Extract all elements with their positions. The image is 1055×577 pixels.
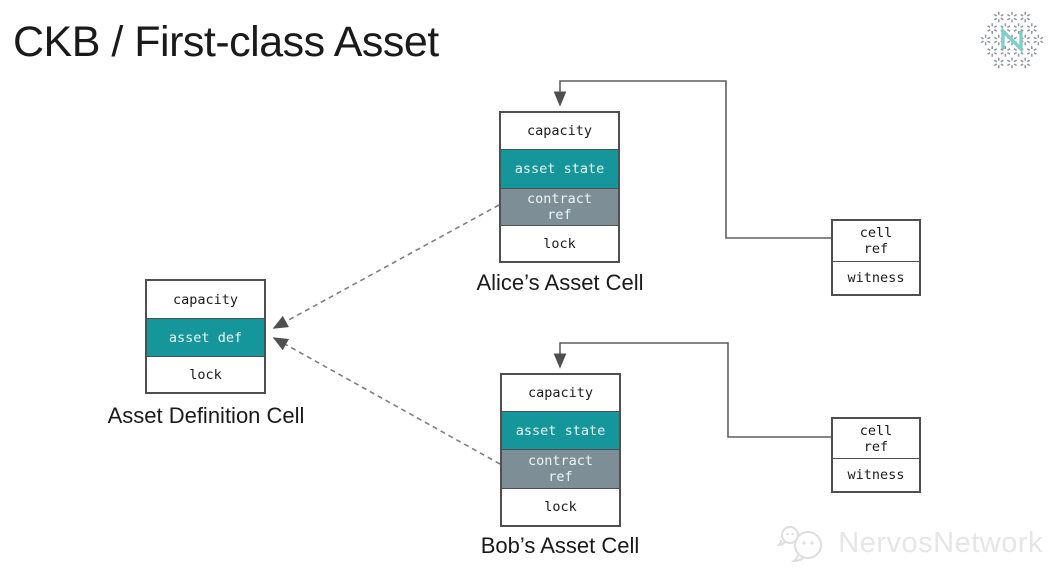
bob-lock-row: lock	[502, 488, 619, 525]
watermark-text: NervosNetwork	[838, 526, 1043, 559]
bob-cellref-line1: cell	[859, 422, 893, 439]
alice-lock-row: lock	[501, 225, 618, 261]
alice-cell-label: Alice’s Asset Cell	[476, 270, 644, 295]
alice-cellref-witness-box: cell ref witness	[831, 219, 921, 296]
assetdef-asset-def-row: asset def	[147, 318, 264, 356]
assetdef-capacity-label: capacity	[172, 291, 239, 308]
assetdef-lock-row: lock	[147, 356, 264, 392]
bob-cell-label: Bob’s Asset Cell	[480, 533, 640, 558]
alice-witness-row: witness	[833, 261, 919, 294]
bob-contract-ref-line1: contract	[527, 453, 594, 469]
bob-asset-state-row: asset state	[502, 411, 619, 449]
bob-cellref-connector	[553, 342, 831, 438]
alice-contract-ref-row: contract ref	[501, 188, 618, 225]
alice-cellref-line1: cell	[859, 225, 893, 241]
alice-cellref-row: cell ref	[833, 221, 919, 261]
bob-cellref-witness-box: cell ref witness	[831, 417, 921, 493]
bob-capacity-row: capacity	[502, 375, 619, 411]
alice-lock-label: lock	[543, 235, 576, 252]
alice-capacity-label: capacity	[526, 123, 593, 139]
alice-contract-ref-line2: ref	[547, 207, 572, 223]
alice-cellref-line2: ref	[863, 241, 889, 257]
asset-definition-cell: capacity asset def lock	[145, 279, 266, 394]
alice-contractref-dashed-arrow	[272, 204, 500, 329]
bob-contract-ref-line2: ref	[548, 469, 573, 485]
assetdef-capacity-row: capacity	[147, 281, 264, 318]
bob-witness-row: witness	[833, 458, 919, 491]
slide-title: CKB / First-class Asset	[13, 18, 439, 66]
bob-cellref-row: cell ref	[833, 419, 919, 458]
bob-lock-label: lock	[544, 499, 577, 515]
alice-capacity-row: capacity	[501, 113, 618, 149]
alice-contract-ref-line1: contract	[526, 191, 593, 207]
alice-cellref-connector	[553, 80, 831, 239]
asset-definition-cell-label: Asset Definition Cell	[107, 403, 305, 428]
bob-asset-cell: capacity asset state contract ref lock	[500, 373, 621, 527]
nervos-logo-icon	[980, 11, 1044, 69]
alice-witness-label: witness	[847, 270, 905, 286]
bob-contract-ref-row: contract ref	[502, 449, 619, 488]
bob-cellref-line2: ref	[863, 438, 889, 455]
alice-asset-state-row: asset state	[501, 149, 618, 188]
assetdef-asset-def-label: asset def	[168, 329, 243, 346]
wechat-bubbles-icon	[777, 526, 823, 563]
alice-asset-cell: capacity asset state contract ref lock	[499, 111, 620, 263]
watermark: NervosNetwork	[777, 523, 1043, 563]
bob-capacity-label: capacity	[527, 385, 594, 401]
bob-asset-state-label: asset state	[515, 422, 606, 439]
bob-contractref-dashed-arrow	[272, 337, 501, 465]
assetdef-lock-label: lock	[189, 366, 222, 383]
bob-witness-label: witness	[847, 467, 905, 483]
alice-asset-state-label: asset state	[514, 161, 605, 177]
